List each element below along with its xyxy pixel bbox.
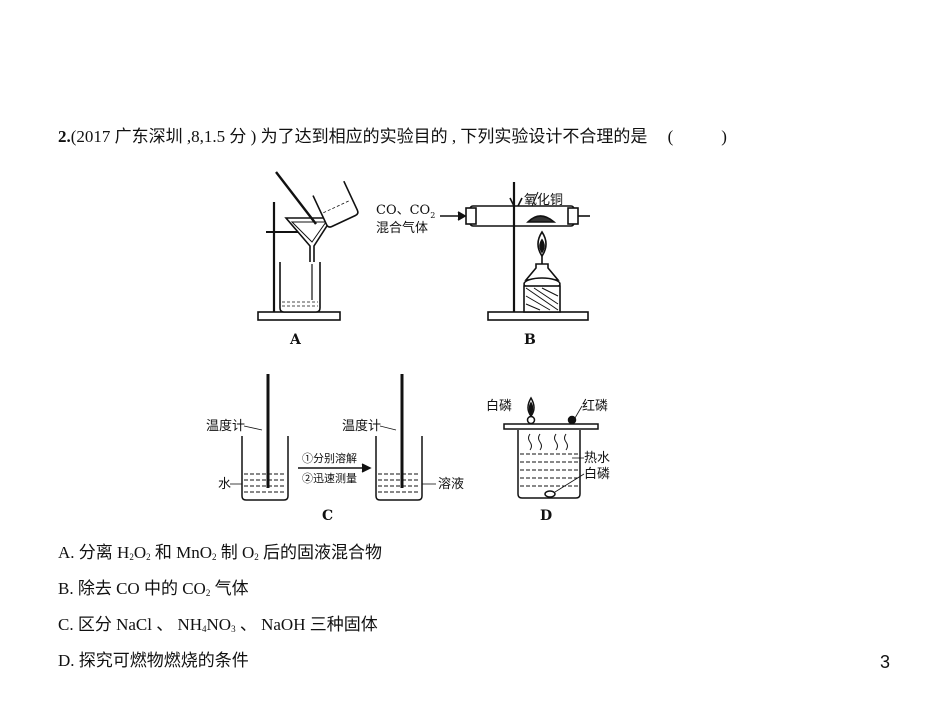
reduction-apparatus: [440, 182, 590, 321]
solution-label: 溶液: [438, 477, 464, 492]
page-number: 3: [880, 652, 891, 672]
option-a: A. 分离 H2O2 和 MnO2 制 O2 后的固液混合物: [58, 543, 383, 562]
combustion-apparatus: [503, 396, 599, 499]
gas-mixture-label-line1: CO、CO2: [376, 203, 435, 220]
step-2-label: ②迅速测量: [302, 472, 357, 485]
figure-label-d: D: [540, 508, 552, 522]
thermometer-label-left: 温度计: [206, 418, 245, 434]
water-label: 水: [218, 477, 231, 492]
option-d: D. 探究可燃物燃烧的条件: [58, 651, 249, 670]
filtration-apparatus: [257, 171, 359, 321]
step-1-label: ①分别溶解: [302, 451, 357, 465]
white-phosphorus-top-label: 白磷: [486, 398, 512, 414]
answer-paren-open: (: [667, 127, 674, 146]
question-text: 为了达到相应的实验目的 , 下列实验设计不合理的是: [260, 127, 648, 146]
answer-paren-close: ): [721, 127, 727, 146]
question-number: 2.: [58, 127, 71, 146]
figure-label-b: B: [524, 332, 536, 346]
option-c: C. 区分 NaCl 、 NH4NO3 、 NaOH 三种固体: [58, 615, 378, 634]
white-phosphorus-bottom-label: 白磷: [584, 466, 610, 482]
red-phosphorus-label: 红磷: [582, 398, 608, 414]
hot-water-label: 热水: [584, 451, 610, 466]
figure-c-d-drawing: 温度计 水 温度计 ①分别溶解 ②迅速测量 溶液: [206, 374, 610, 522]
option-b: B. 除去 CO 中的 CO2 气体: [58, 579, 249, 598]
gas-mixture-label-line2: 混合气体: [376, 220, 428, 236]
figure-label-c: C: [322, 508, 333, 522]
figure-a-b-drawing: A CO、CO2 混合气体 氧化铜: [257, 171, 590, 346]
figure-label-a: A: [289, 332, 302, 346]
dissolution-apparatus: [230, 374, 436, 501]
thermometer-label-right: 温度计: [342, 418, 381, 434]
figure-c-d: 温度计 水 温度计 ①分别溶解 ②迅速测量 溶液: [204, 370, 616, 522]
copper-oxide-label: 氧化铜: [524, 193, 563, 208]
question-stem: 2.(2017 广东深圳 ,8,1.5 分 ) 为了达到相应的实验目的 , 下列…: [58, 124, 898, 150]
question-source: (2017 广东深圳 ,8,1.5 分 ): [70, 127, 257, 146]
options-list: A. 分离 H2O2 和 MnO2 制 O2 后的固液混合物 B. 除去 CO …: [58, 540, 382, 684]
figure-a-b: A CO、CO2 混合气体 氧化铜: [252, 162, 596, 346]
